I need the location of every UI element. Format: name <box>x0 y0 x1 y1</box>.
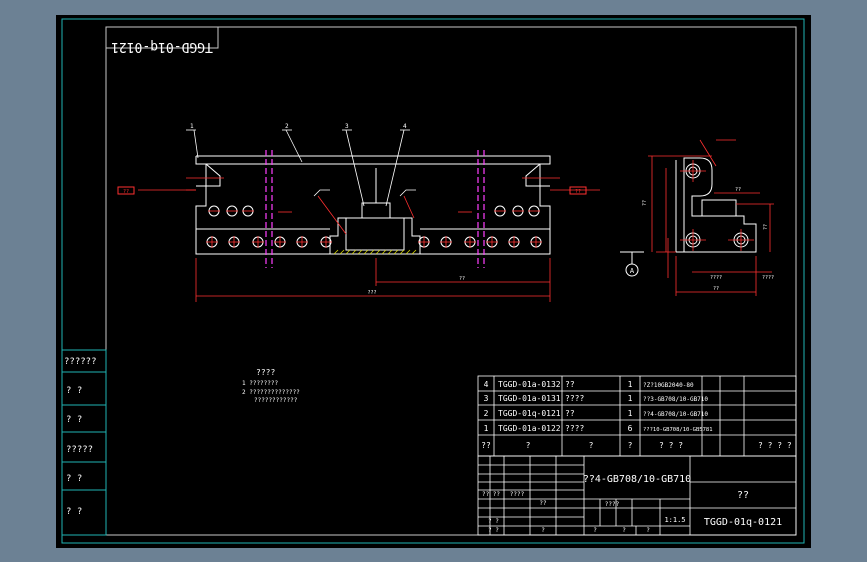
bom-header-extra: ? ? ? ? <box>758 441 792 450</box>
title-scale: 1:1.5 <box>664 516 685 524</box>
notes-title: ???? <box>256 368 275 377</box>
bom-row-2-no: 3 <box>484 394 489 403</box>
bom-row-1-name: ?? <box>565 380 575 389</box>
side-width-dim: ?? <box>713 286 719 292</box>
bom-row-3-qty: 1 <box>628 409 633 418</box>
bom-header-name: ? <box>589 441 594 450</box>
bom-row-3-name: ?? <box>565 409 575 418</box>
title-sign-label-2: ???? <box>510 491 525 498</box>
bom-row-2-name: ???? <box>565 394 584 403</box>
title-block <box>477 455 797 536</box>
bom-row-4-no: 1 <box>484 424 489 433</box>
bom-row-1-code: TGGD-01a-0132 <box>498 380 561 389</box>
balloon-3[interactable]: 3 <box>345 123 349 130</box>
bom-row-1-no: 4 <box>484 380 489 389</box>
bom-header-code: ? <box>526 441 531 450</box>
left-col-text-3: ? ? <box>66 415 82 425</box>
title-sign-label-3: ?? <box>539 500 547 507</box>
title-bottom-4: ? <box>646 527 650 534</box>
balloon-1[interactable]: 1 <box>190 123 194 130</box>
side-height-dim: ?? <box>642 200 648 206</box>
title-bottom-1: ? <box>541 527 545 534</box>
side-view[interactable]: ?? ?? ?? ?? ???? ???? A <box>620 139 774 296</box>
right-tag-box <box>569 186 587 195</box>
bom-row-3-no: 2 <box>484 409 489 418</box>
left-col-text-1: ?????? <box>64 357 97 367</box>
bom-row-2-material: ??3-GB708/10-GB710 <box>643 396 708 403</box>
bom-header-no: ?? <box>481 441 491 450</box>
half-length-dim: ?? <box>459 276 465 282</box>
title-material: ??4-GB708/10-GB710 <box>583 474 691 485</box>
model-space[interactable] <box>56 15 811 548</box>
bom-row-2-code: TGGD-01a-0131 <box>498 394 561 403</box>
left-col-text-4: ????? <box>66 445 93 455</box>
bom-row-4-code: TGGD-01a-0122 <box>498 424 561 433</box>
outer-frame <box>61 18 805 544</box>
bom-row-2-qty: 1 <box>628 394 633 403</box>
title-bottom-3: ? <box>622 527 626 534</box>
overall-length-dim: ??? <box>367 290 376 296</box>
right-tag-text: ?? <box>575 189 581 195</box>
stamp-number-text: TGGD-01q-0121 <box>111 39 213 54</box>
left-column <box>61 349 107 536</box>
side-width2-dim: ?? <box>735 187 741 193</box>
title-weight-label: ???? <box>605 501 620 508</box>
bom-row-4-qty: 6 <box>628 424 633 433</box>
side-small-dim: ?? <box>763 224 769 230</box>
bom-row-4-material: ???10-GB708/10-GB5781 <box>643 427 713 433</box>
bom-header-qty: ? <box>628 441 633 450</box>
bom-row-1-material: ?Z?10GB2040-80 <box>643 382 694 389</box>
title-sign-label-4: ? ? <box>488 518 499 525</box>
title-sign-label-1: ?? ?? <box>482 491 500 498</box>
bom-row-1-qty: 1 <box>628 380 633 389</box>
left-col-text-2: ? ? <box>66 386 82 396</box>
balloon-2[interactable]: 2 <box>285 123 289 130</box>
left-tag-box <box>117 186 135 195</box>
datum-label: A <box>630 267 635 275</box>
balloon-4[interactable]: 4 <box>403 123 407 130</box>
note-2: 2 ?????????????? <box>242 389 300 396</box>
front-view[interactable]: ??? ?? 1 2 3 4 ?? ?? <box>117 123 600 302</box>
left-col-text-6: ? ? <box>66 507 82 517</box>
technical-notes: ???? 1 ???????? 2 ?????????????? ???????… <box>242 368 300 404</box>
side-dim-a: ???? <box>710 275 722 281</box>
title-drawing-number: TGGD-01q-0121 <box>704 517 782 528</box>
bom-header-material: ? ? ? <box>659 441 683 450</box>
datum-circle <box>625 263 639 277</box>
bom-row-3-code: TGGD-01q-0121 <box>498 409 561 418</box>
title-bottom-2: ? <box>593 527 597 534</box>
left-col-text-5: ? ? <box>66 474 82 484</box>
note-3: ???????????? <box>254 397 298 404</box>
title-part-name: ?? <box>737 490 749 501</box>
side-dim-b: ???? <box>762 275 774 281</box>
title-sign-label-5: ? ? <box>488 527 499 534</box>
bom-row-3-material: ??4-GB708/10-GB710 <box>643 411 708 418</box>
note-1: 1 ???????? <box>242 380 279 387</box>
stamp-number-box: TGGD-01q-0121 <box>105 26 219 54</box>
bom-row-4-name: ???? <box>565 424 584 433</box>
left-tag-text: ?? <box>123 189 129 195</box>
